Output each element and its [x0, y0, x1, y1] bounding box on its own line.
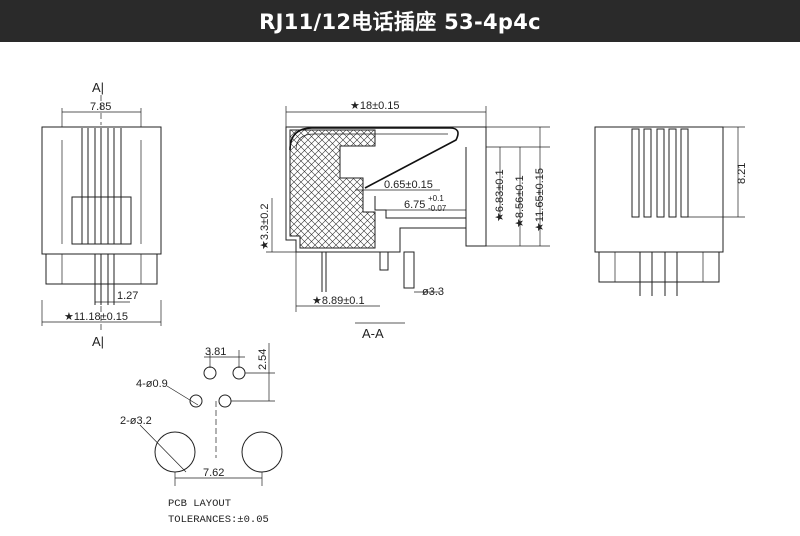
slot-tol-plus: +0.1 [428, 194, 444, 203]
front-width-dim: 7.85 [90, 101, 111, 113]
pcb-layout-title: PCB LAYOUT [168, 498, 231, 510]
side-height-dim: 8.21 [736, 163, 748, 184]
page-title: RJ11/12电话插座 53-4p4c [259, 10, 541, 34]
slot-tol-minus: -0.07 [428, 204, 447, 213]
pcb-layout [139, 343, 283, 486]
title-bar: RJ11/12电话插座 53-4p4c [0, 0, 800, 42]
section-label-bottom: A| [92, 334, 104, 349]
contact-dim: 0.65±0.15 [384, 179, 433, 191]
pcb-pitch-y: 2.54 [257, 349, 269, 370]
post-dia-dim: ø3.3 [422, 286, 444, 298]
pcb-tolerance: TOLERANCES:±0.05 [168, 514, 269, 526]
length-dim: ★18±0.15 [350, 100, 400, 112]
pin-offset-dim: ★8.89±0.1 [312, 295, 365, 307]
pcb-post-holes: 2-ø3.2 [120, 415, 152, 427]
height-dim-2: ★8.56±0.1 [514, 175, 526, 228]
slot-dim: 6.75 [404, 199, 425, 211]
section-label-top: A| [92, 80, 104, 95]
front-overall-dim: ★11.18±0.15 [64, 311, 128, 323]
height-dim-3: ★11.65±0.15 [534, 168, 546, 232]
section-name: A-A [362, 326, 384, 341]
pcb-post-spacing: 7.62 [203, 467, 224, 479]
front-view [41, 95, 162, 330]
section-view [266, 106, 550, 324]
pcb-pin-holes: 4-ø0.9 [136, 378, 168, 390]
post-height-dim: ★3.3±0.2 [259, 204, 271, 250]
pcb-pitch-x: 3.81 [205, 346, 226, 358]
height-dim-1: ★6.83±0.1 [494, 169, 506, 222]
side-view [594, 126, 745, 296]
front-pitch-dim: 1.27 [117, 290, 138, 302]
